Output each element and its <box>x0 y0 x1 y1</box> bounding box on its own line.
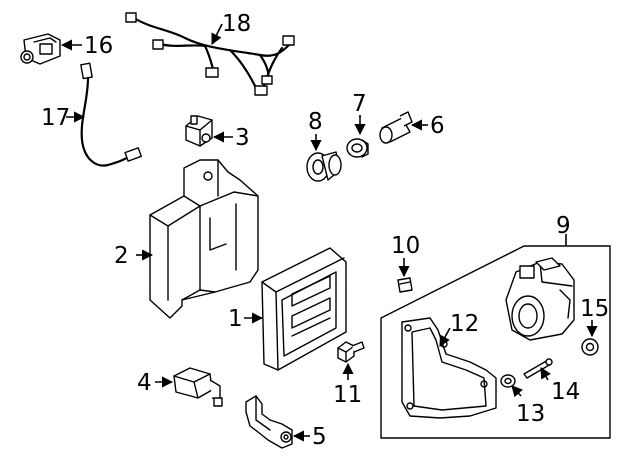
callout-8: 8 <box>308 109 323 135</box>
part-5-clip <box>245 395 293 449</box>
part-17-cable <box>80 62 142 167</box>
callout-2: 2 <box>114 243 129 269</box>
callout-4: 4 <box>137 370 152 396</box>
part-14-stud <box>523 358 553 379</box>
part-4-sensor <box>173 367 223 407</box>
callout-1: 1 <box>228 306 243 332</box>
part-2-bracket <box>149 159 259 319</box>
callout-16: 16 <box>84 33 113 59</box>
part-13-nut <box>500 374 516 388</box>
part-16-sensor <box>20 33 61 65</box>
part-12-bracket-plate <box>401 317 497 419</box>
callout-5: 5 <box>312 424 327 450</box>
leader-18 <box>211 23 223 46</box>
part-11-bolt <box>337 341 365 363</box>
callout-11: 11 <box>333 382 362 408</box>
part-18-wiring-harness <box>125 12 295 96</box>
part-10-clip <box>397 277 413 293</box>
part-8-grommet <box>306 151 342 182</box>
callout-13: 13 <box>516 401 545 427</box>
callout-10: 10 <box>391 233 420 259</box>
part-6-cylinder <box>379 111 413 144</box>
callout-6: 6 <box>430 113 445 139</box>
callout-7: 7 <box>352 91 367 117</box>
leader-12 <box>439 327 451 347</box>
part-7-ring <box>346 138 369 158</box>
part-15-grommet <box>581 338 599 356</box>
callout-3: 3 <box>235 125 250 151</box>
callout-15: 15 <box>580 296 609 322</box>
part-9-actuator <box>505 257 575 341</box>
assembly-9-frame <box>380 245 611 439</box>
leader-13 <box>511 385 523 398</box>
callout-12: 12 <box>450 311 479 337</box>
part-1-control-module <box>261 247 347 371</box>
leader-14 <box>540 367 551 381</box>
callout-18: 18 <box>222 11 251 37</box>
callout-9: 9 <box>556 213 571 239</box>
callout-14: 14 <box>551 379 580 405</box>
callout-17: 17 <box>41 105 70 131</box>
part-3-switch <box>185 115 213 147</box>
